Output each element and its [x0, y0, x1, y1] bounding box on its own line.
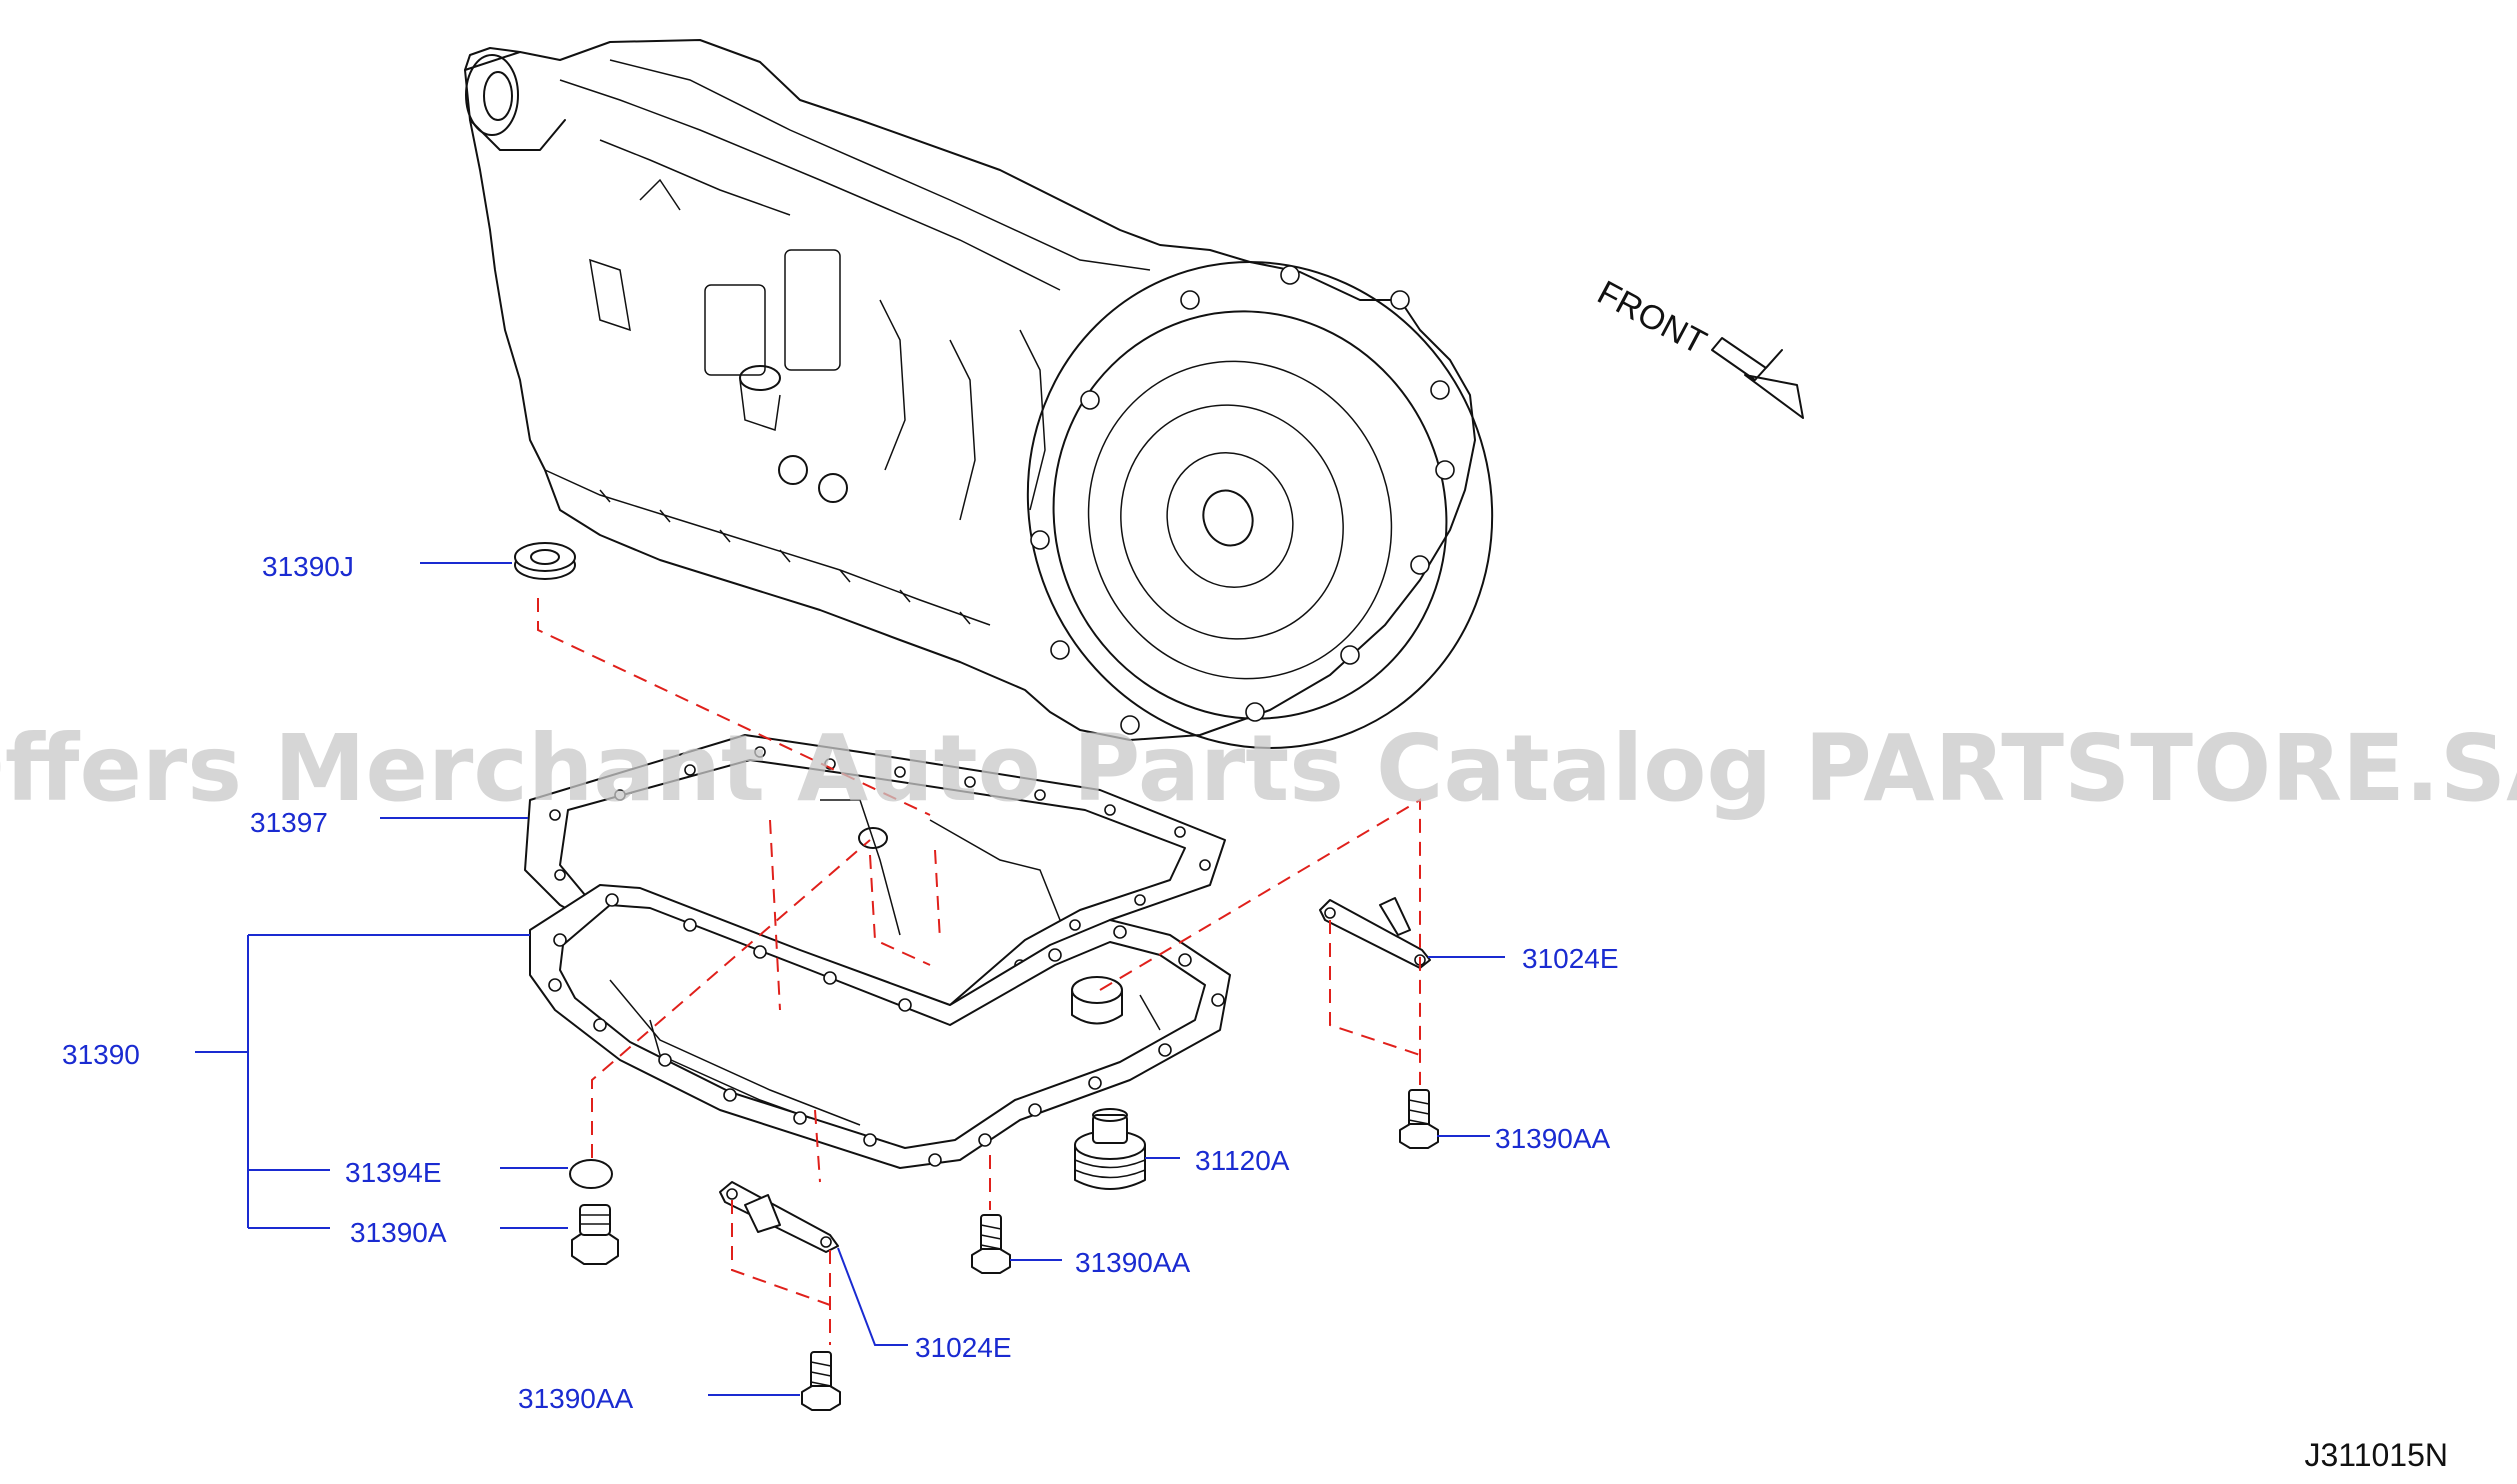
- label-31390[interactable]: 31390: [62, 1039, 140, 1070]
- flange-bolt-marks: [599, 489, 971, 625]
- part-31390A-drain-plug: [571, 1204, 619, 1265]
- part-labels: 31390J 31397 31390 31394E 31390A 31024E …: [62, 551, 1619, 1414]
- transmission-assembly-drawing: [464, 39, 1494, 749]
- front-arrow-icon: [1711, 337, 1804, 419]
- label-31390AA-right[interactable]: 31390AA: [1495, 1123, 1611, 1154]
- label-31390AA-bottom[interactable]: 31390AA: [518, 1383, 634, 1414]
- part-31390AA-bolt-bottom: [801, 1351, 841, 1411]
- label-31390J[interactable]: 31390J: [262, 551, 354, 582]
- label-31120A[interactable]: 31120A: [1195, 1145, 1290, 1176]
- diagram-id: J311015N: [2304, 1437, 2448, 1473]
- pan-bolt-holes: [548, 893, 1225, 1167]
- part-31024E-bracket-right: [1319, 897, 1431, 969]
- part-31390J-washer: [514, 542, 576, 580]
- watermark: Offers Merchant Auto Parts Catalog PARTS…: [0, 715, 2517, 822]
- part-31390AA-bolt-right: [1399, 1089, 1439, 1149]
- label-31397[interactable]: 31397: [250, 807, 328, 838]
- label-31390AA-center[interactable]: 31390AA: [1075, 1247, 1191, 1278]
- bell-housing-bolt-holes: [1030, 265, 1455, 735]
- front-direction-indicator: FRONT: [1591, 274, 1804, 419]
- part-31024E-bracket-bottom: [719, 1181, 839, 1253]
- part-31390AA-bolt-center: [971, 1214, 1011, 1274]
- oil-pan-31390: [529, 884, 1231, 1169]
- leader-lines: [195, 562, 1505, 1396]
- label-31024E-bottom[interactable]: 31024E: [915, 1332, 1012, 1363]
- part-31394E-plug: [569, 1159, 613, 1189]
- part-31120A-plug: [1074, 1108, 1146, 1190]
- assembly-guide-lines: [537, 598, 1421, 1345]
- front-label: FRONT: [1591, 274, 1712, 363]
- label-31024E-right[interactable]: 31024E: [1522, 943, 1619, 974]
- label-31390A[interactable]: 31390A: [350, 1217, 447, 1248]
- label-31394E[interactable]: 31394E: [345, 1157, 442, 1188]
